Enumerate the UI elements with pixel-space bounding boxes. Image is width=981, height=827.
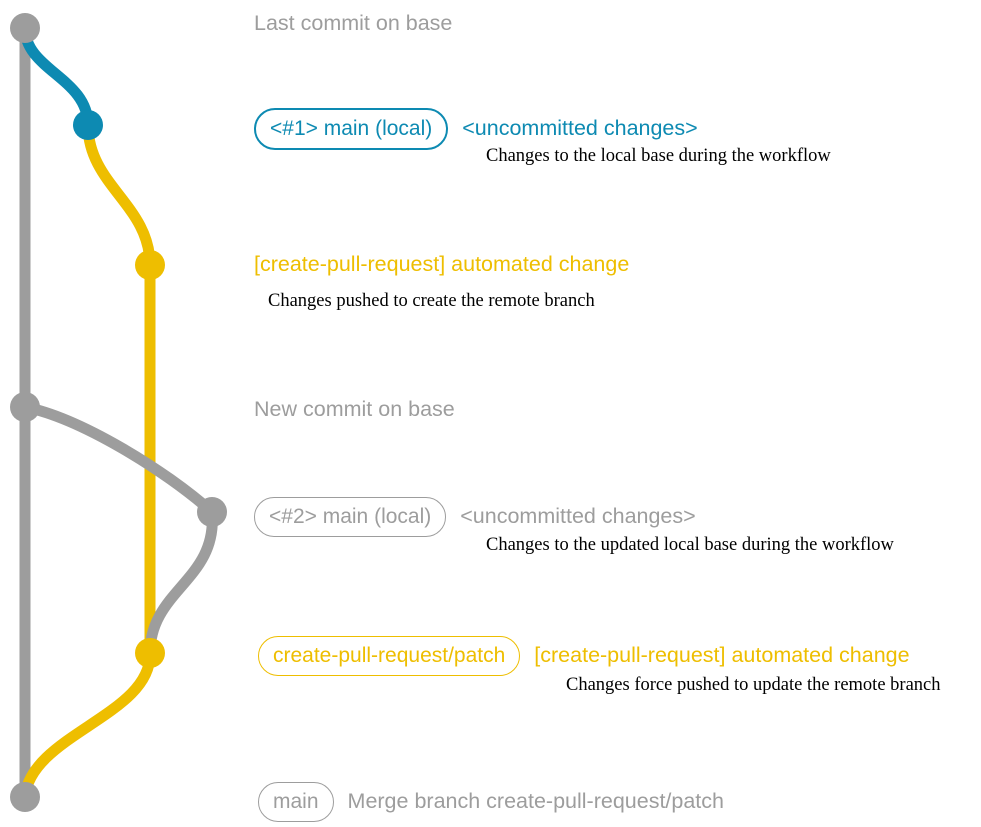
row-local-commit-2: <#2> main (local) <uncommitted changes>: [254, 497, 696, 537]
edge-basenew-to-local2: [19, 401, 218, 518]
commit-graph: [10, 13, 227, 812]
commit-node-base-head[interactable]: [10, 13, 40, 43]
branch-badge-create-pull-request-patch[interactable]: create-pull-request/patch: [258, 636, 521, 676]
commit-message-automated-change-1: [create-pull-request] automated change: [254, 252, 630, 276]
edge-local1-to-remote1: [82, 119, 156, 271]
commit-message-new-commit-on-base: New commit on base: [254, 397, 455, 421]
row-automated-change-2: create-pull-request/patch [create-pull-r…: [258, 636, 910, 676]
edge-remote2-to-merge: [19, 647, 156, 803]
commit-detail-local-2: Changes to the updated local base during…: [486, 535, 894, 555]
commit-node-local-2[interactable]: [197, 497, 227, 527]
row-last-commit-on-base: Last commit on base: [254, 11, 453, 35]
row-local-commit-1: <#1> main (local) <uncommitted changes>: [254, 108, 698, 150]
commit-message-local-1: <uncommitted changes>: [462, 116, 698, 141]
commit-node-remote-1[interactable]: [135, 250, 165, 280]
commit-detail-automated-change-1: Changes pushed to create the remote bran…: [268, 291, 595, 311]
commit-message-local-2: <uncommitted changes>: [460, 504, 696, 529]
branch-badge-local-1[interactable]: <#1> main (local): [254, 108, 449, 150]
edge-local2-to-remote2: [144, 506, 218, 659]
commit-detail-local-1: Changes to the local base during the wor…: [486, 146, 831, 166]
commit-node-base-new[interactable]: [10, 392, 40, 422]
commit-message-last-commit-on-base: Last commit on base: [254, 11, 453, 35]
row-merge-commit: main Merge branch create-pull-request/pa…: [258, 782, 724, 822]
commit-detail-automated-change-2: Changes force pushed to update the remot…: [566, 675, 941, 695]
commit-node-base-merge[interactable]: [10, 782, 40, 812]
edge-base-to-local1: [19, 22, 94, 131]
branch-badge-main[interactable]: main: [258, 782, 334, 822]
commit-node-local-1[interactable]: [73, 110, 103, 140]
row-new-commit-on-base: New commit on base: [254, 397, 455, 421]
branch-badge-local-2[interactable]: <#2> main (local): [254, 497, 447, 537]
commit-message-automated-change-2: [create-pull-request] automated change: [534, 643, 910, 668]
commit-message-merge: Merge branch create-pull-request/patch: [347, 789, 724, 814]
commit-node-remote-2[interactable]: [135, 638, 165, 668]
row-automated-change-1: [create-pull-request] automated change: [254, 252, 630, 276]
